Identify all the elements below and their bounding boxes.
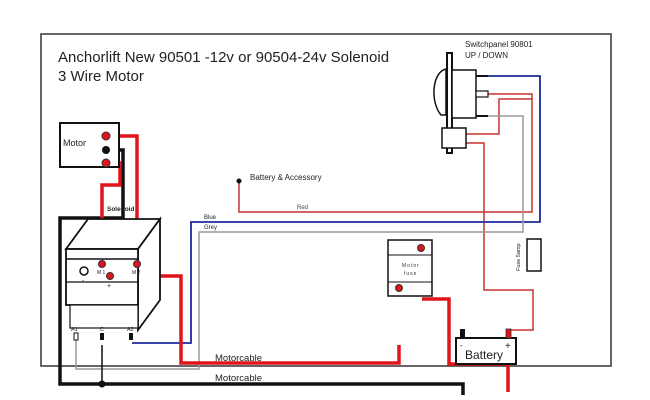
solenoid-m1-label: M 1: [97, 270, 106, 276]
red-wire-label: Red: [297, 205, 308, 211]
motor-terminal-2: [102, 146, 110, 154]
solenoid-plus-label: +: [107, 283, 111, 290]
control-fuse-body: [526, 238, 542, 272]
black-ground-cable: [58, 148, 465, 395]
accessory-terminal-dot: [236, 178, 242, 184]
switchpanel-name: Switchpanel 90801: [465, 40, 533, 49]
control-fuse: Fuse 5amp: [516, 238, 542, 272]
motorcable-positive-label: Motorcable: [215, 353, 262, 364]
motor-fuse: Motor fuse: [387, 239, 433, 297]
battery: - + Battery: [455, 328, 517, 365]
motor-fuse-terminal-bottom: [395, 284, 403, 292]
motor-terminal-3: [101, 158, 111, 168]
rocker-switch-knob: [433, 68, 447, 116]
battery-minus-label: -: [460, 341, 463, 350]
accessory-label: Battery & Accessory: [250, 173, 322, 182]
solenoid-terminal-m2: [133, 260, 141, 268]
motor-body: [59, 122, 120, 168]
motor-terminal-1: [101, 131, 111, 141]
solenoid-c-label: C: [100, 327, 104, 333]
motor: Motor: [59, 122, 120, 168]
solenoid: Solenoid M 1 M 2 - + A1 C A2: [64, 206, 162, 341]
solenoid-m2-label: M 2: [132, 270, 141, 276]
grey-wire-label: Grey: [204, 225, 217, 231]
control-fuse-label: Fuse 5amp: [516, 243, 522, 271]
red-fuse-to-battery-cable: [422, 297, 510, 392]
switch-led-housing: [441, 127, 467, 149]
battery-terminal-positive: [505, 328, 512, 339]
grey-wire: [75, 115, 524, 370]
battery-plus-label: +: [505, 341, 511, 352]
switch-body: [451, 69, 477, 119]
red-fuse-feed-wire: [466, 142, 534, 331]
battery-body: [455, 337, 517, 365]
solenoid-terminal-minus: [79, 266, 89, 276]
ground-junction-dot: [98, 380, 106, 388]
motor-fuse-label-line1: Motor: [402, 263, 420, 269]
battery-terminal-negative: [460, 329, 465, 338]
solenoid-label: Solenoid: [107, 206, 134, 213]
diagram-title-line1: Anchorlift New 90501 -12v or 90504-24v S…: [58, 49, 389, 66]
motor-fuse-label-line2: fuse: [404, 271, 417, 277]
solenoid-a1-label: A1: [71, 327, 78, 333]
solenoid-a2-label: A2: [127, 327, 134, 333]
switch-pin-middle: [475, 90, 489, 98]
switch-panel: Switchpanel 90801 UP / DOWN: [433, 40, 533, 154]
blue-wire-label: Blue: [204, 215, 217, 221]
solenoid-terminal-plus: [106, 272, 114, 280]
solenoid-terminal-a2: [129, 333, 133, 340]
solenoid-terminal-c: [100, 333, 104, 340]
solenoid-front-face: [65, 248, 139, 306]
motor-label: Motor: [63, 138, 86, 148]
motor-fuse-terminal-top: [417, 244, 425, 252]
solenoid-minus-label: -: [82, 278, 85, 285]
battery-label: Battery: [465, 348, 503, 362]
solenoid-terminal-a1: [73, 332, 79, 341]
motorcable-negative-label: Motorcable: [215, 373, 262, 384]
diagram-title-line2: 3 Wire Motor: [58, 68, 144, 85]
solenoid-base: [69, 304, 139, 329]
switchpanel-mode: UP / DOWN: [465, 51, 508, 60]
solenoid-terminal-m1: [98, 260, 106, 268]
red-accessory-wire: [238, 93, 533, 213]
